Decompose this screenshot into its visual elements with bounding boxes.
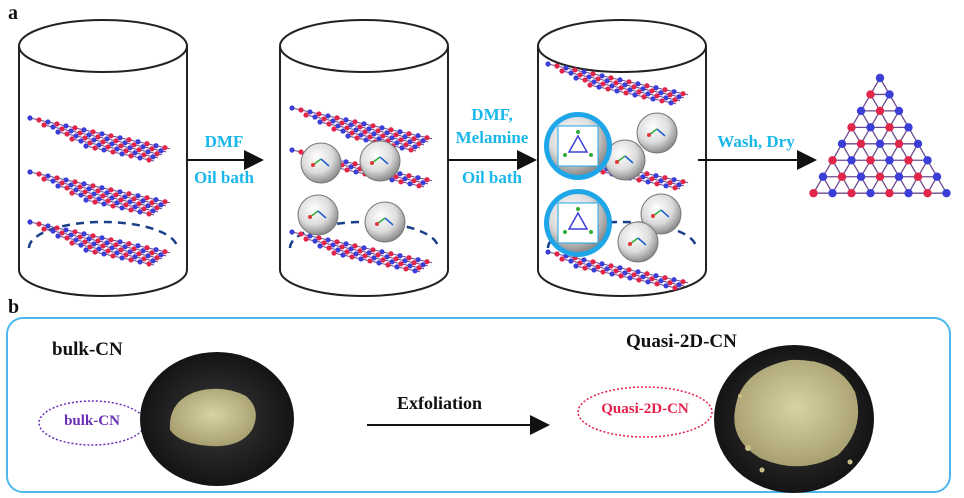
- atom: [875, 139, 885, 149]
- atom: [932, 172, 942, 181]
- beaker-2: [279, 19, 449, 297]
- atom: [913, 172, 923, 181]
- quasi-2d-cn-pill-label: Quasi-2D-CN: [601, 401, 689, 417]
- cn-sheet-1c: [27, 219, 171, 267]
- step2-label-2: Melamine: [455, 128, 529, 147]
- panel-a-letter: a: [8, 2, 18, 24]
- bubble-4: [364, 201, 406, 243]
- atom: [885, 156, 894, 165]
- atom: [856, 106, 866, 116]
- atom: [809, 188, 818, 198]
- atom: [866, 188, 875, 198]
- cn-sheet-2a: [289, 105, 433, 153]
- atom: [856, 172, 866, 181]
- solvent-bubbles-group: [297, 112, 682, 263]
- atom: [818, 172, 828, 181]
- beaker-1: [18, 19, 188, 297]
- bulk-cn-heading: bulk-CN: [52, 339, 123, 360]
- melamine-bubble-1: [544, 112, 612, 180]
- atom: [866, 156, 875, 165]
- atom: [847, 188, 856, 198]
- step2-label-3: Oil bath: [462, 168, 522, 187]
- step3-label: Wash, Dry: [717, 132, 795, 151]
- step1-label-2: Oil bath: [194, 168, 254, 187]
- bubble-3: [297, 194, 339, 236]
- cn-sheet-3a: [545, 61, 689, 106]
- cn-sheet-1b: [27, 169, 171, 217]
- atom: [885, 188, 894, 198]
- bubble-8: [617, 221, 659, 263]
- atom: [828, 156, 837, 165]
- cn-triangle-structure: [809, 73, 951, 198]
- step1-label-1: DMF: [204, 132, 244, 151]
- panel-b-letter: b: [8, 296, 20, 318]
- atom: [837, 172, 847, 181]
- exfoliation-label: Exfoliation: [397, 393, 483, 413]
- atom: [923, 188, 932, 198]
- atom: [875, 172, 885, 181]
- atom: [847, 156, 856, 165]
- atom: [856, 139, 866, 149]
- atom: [923, 156, 932, 165]
- bubble-1: [300, 142, 342, 184]
- bulk-cn-photo: [140, 352, 294, 486]
- atom: [913, 139, 923, 149]
- bubble-2: [359, 140, 401, 182]
- atom: [904, 123, 913, 132]
- bubble-6: [636, 112, 678, 154]
- atom: [894, 172, 904, 181]
- cn-sheet-3c: [545, 249, 689, 291]
- atom: [875, 73, 885, 83]
- atom: [866, 123, 875, 132]
- atom: [942, 188, 951, 198]
- quasi-2d-cn-photo: [714, 345, 874, 493]
- atom: [894, 139, 904, 149]
- cn-sheet-2c: [289, 229, 433, 274]
- atom: [904, 156, 913, 165]
- bubble-7: [640, 193, 682, 235]
- atom: [875, 106, 885, 116]
- atom: [885, 90, 894, 99]
- quasi-2d-cn-heading: Quasi-2D-CN: [626, 331, 737, 352]
- atom: [885, 123, 894, 132]
- atom: [828, 188, 837, 198]
- atom: [866, 90, 875, 99]
- cn-sheet-1a: [27, 115, 171, 163]
- bulk-cn-pill-label: bulk-CN: [64, 413, 120, 429]
- atom: [894, 106, 904, 116]
- atom: [904, 188, 913, 198]
- bubble-5: [604, 139, 646, 181]
- quasi-2d-cn-pill: [577, 386, 713, 438]
- panel-b-box: [6, 317, 951, 493]
- melamine-bubble-2: [544, 189, 612, 257]
- atom: [847, 123, 856, 132]
- step2-label-1: DMF,: [471, 105, 513, 124]
- atom: [837, 139, 847, 149]
